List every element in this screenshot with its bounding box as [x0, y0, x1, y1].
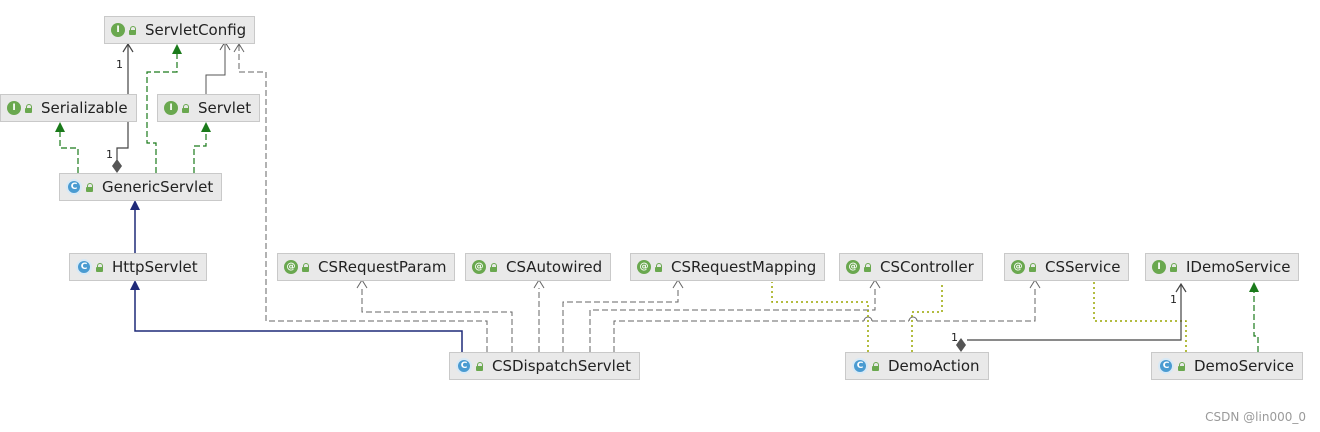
node-label: CSService — [1045, 258, 1121, 276]
node-label: Servlet — [198, 99, 252, 117]
node-label: CSRequestMapping — [671, 258, 817, 276]
lock-icon — [1170, 262, 1178, 272]
edge-genericservlet-implements-servletconfig — [146, 44, 182, 173]
annotation-icon: @ — [1011, 260, 1025, 274]
lock-icon — [872, 361, 880, 371]
edge-genericservlet-implements-serializable — [55, 122, 79, 173]
node-label: DemoAction — [888, 357, 980, 375]
class-icon: C — [66, 179, 82, 195]
watermark: CSDN @lin000_0 — [1205, 410, 1306, 424]
edge-csdispatch-uses-csservice — [613, 279, 1041, 352]
edge-demoservice-annotated-csservice — [1093, 282, 1187, 352]
node-label: HttpServlet — [112, 258, 198, 276]
node-servlet[interactable]: I Servlet — [157, 94, 261, 122]
node-label: CSRequestParam — [318, 258, 447, 276]
edge-csdispatch-depends-servletconfig — [233, 43, 488, 352]
node-csservice[interactable]: @ CSService — [1004, 253, 1130, 281]
class-icon: C — [76, 259, 92, 275]
lock-icon — [1178, 361, 1186, 371]
node-label: GenericServlet — [102, 178, 214, 196]
lock-icon — [490, 262, 498, 272]
node-demoservice[interactable]: C DemoService — [1151, 352, 1304, 380]
interface-icon: I — [1152, 260, 1166, 274]
class-icon: C — [456, 358, 472, 374]
node-demoaction[interactable]: C DemoAction — [845, 352, 989, 380]
interface-icon: I — [164, 101, 178, 115]
node-label: CSAutowired — [506, 258, 603, 276]
node-csrequestmapping[interactable]: @ CSRequestMapping — [630, 253, 826, 281]
edge-csdispatch-uses-csrequestparam — [356, 279, 513, 352]
edge-genericservlet-implements-servlet — [193, 122, 211, 173]
class-icon: C — [852, 358, 868, 374]
node-csrequestparam[interactable]: @ CSRequestParam — [277, 253, 456, 281]
multiplicity-label: 1 — [1170, 293, 1177, 306]
lock-icon — [25, 103, 33, 113]
annotation-icon: @ — [284, 260, 298, 274]
interface-icon: I — [7, 101, 21, 115]
lock-icon — [476, 361, 484, 371]
edge-servlet-to-servletconfig — [205, 41, 231, 94]
class-icon: C — [1158, 358, 1174, 374]
node-label: Serializable — [41, 99, 128, 117]
node-csdispatchservlet[interactable]: C CSDispatchServlet — [449, 352, 640, 380]
lock-icon — [1029, 262, 1037, 272]
edge-demoservice-implements-idemoservice — [1249, 282, 1259, 352]
annotation-icon: @ — [846, 260, 860, 274]
lock-icon — [864, 262, 872, 272]
node-label: ServletConfig — [145, 21, 247, 39]
lock-icon — [302, 262, 310, 272]
node-label: CSController — [880, 258, 974, 276]
lock-icon — [655, 262, 663, 272]
lock-icon — [86, 182, 94, 192]
node-idemoservice[interactable]: I IDemoService — [1145, 253, 1300, 281]
interface-icon: I — [111, 23, 125, 37]
multiplicity-label: 1 — [116, 58, 123, 71]
edge-httpservlet-extends-genericservlet — [130, 200, 140, 253]
edge-csdispatch-extends-httpservlet — [130, 280, 463, 352]
node-httpservlet[interactable]: C HttpServlet — [69, 253, 207, 281]
node-cscontroller[interactable]: @ CSController — [839, 253, 983, 281]
annotation-icon: @ — [472, 260, 486, 274]
annotation-icon: @ — [637, 260, 651, 274]
node-label: DemoService — [1194, 357, 1295, 375]
edge-demoaction-annotated-cscontroller — [911, 282, 943, 352]
lock-icon — [96, 262, 104, 272]
edge-demoaction-has-idemoservice — [956, 282, 1187, 352]
node-serializable[interactable]: I Serializable — [0, 94, 137, 122]
node-csautowired[interactable]: @ CSAutowired — [465, 253, 612, 281]
node-genericservlet[interactable]: C GenericServlet — [59, 173, 223, 201]
edge-csdispatch-uses-cscontroller — [589, 279, 881, 352]
edge-csdispatch-uses-csrequestmapping — [562, 279, 684, 352]
multiplicity-label: 1 — [106, 148, 113, 161]
edge-csdispatch-uses-csautowired — [533, 279, 545, 352]
node-servletconfig[interactable]: I ServletConfig — [104, 16, 256, 44]
node-label: CSDispatchServlet — [492, 357, 631, 375]
edge-demoaction-annotated-csrequestmapping — [771, 282, 869, 352]
multiplicity-label: 1 — [951, 331, 958, 344]
lock-icon — [129, 25, 137, 35]
node-label: IDemoService — [1186, 258, 1291, 276]
lock-icon — [182, 103, 190, 113]
